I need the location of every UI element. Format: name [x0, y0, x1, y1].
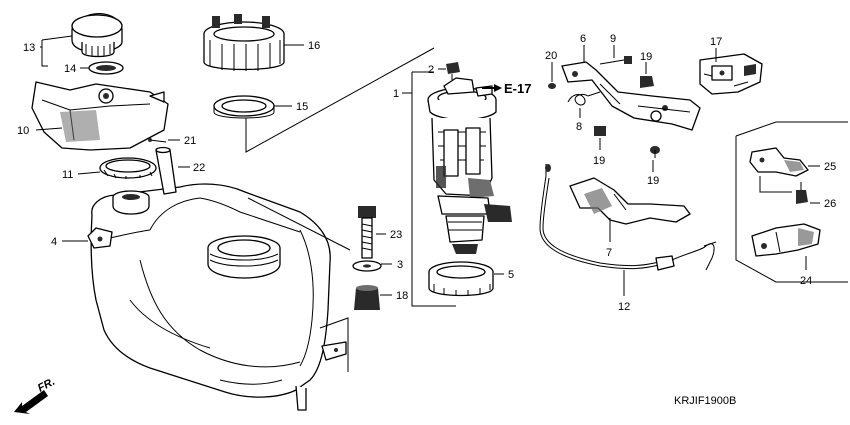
callout-7: 7 — [606, 247, 612, 259]
callout-11: 11 — [62, 169, 73, 181]
callout-3: 3 — [397, 259, 403, 271]
filler-tray — [31, 81, 169, 151]
release-cable — [539, 164, 717, 271]
callout-18: 18 — [396, 290, 408, 302]
cap-gasket — [88, 61, 124, 75]
callout-14: 14 — [64, 63, 76, 75]
cable-holder — [569, 177, 691, 225]
callout-26: 26 — [824, 198, 836, 210]
spring-8 — [567, 91, 601, 106]
rubber-grommet — [354, 285, 380, 310]
bolt-9 — [599, 56, 632, 65]
callout-4: 4 — [51, 236, 57, 248]
callout-8: 8 — [576, 121, 582, 133]
nut-19b — [594, 126, 606, 136]
drain-tube — [155, 146, 177, 195]
leader-lines — [35, 35, 848, 372]
callout-2: 2 — [428, 64, 434, 76]
screw-26 — [796, 182, 808, 204]
callout-21: 21 — [184, 135, 196, 147]
nut-20 — [548, 83, 556, 89]
callout-24: 24 — [800, 275, 812, 287]
callout-1: 1 — [393, 88, 399, 100]
callout-6: 6 — [580, 33, 586, 45]
nut-19c — [650, 146, 660, 158]
diagram-code: KRJIF1900B — [674, 395, 736, 407]
front-arrow-icon — [14, 390, 48, 414]
callout-13: 13 — [23, 42, 35, 54]
callout-17: 17 — [710, 36, 722, 48]
nut-19a — [640, 76, 654, 88]
fuel-tank — [87, 183, 347, 411]
pump-bolt — [446, 62, 460, 80]
callout-labels: 13 14 10 21 22 11 4 16 15 23 3 18 1 2 E-… — [17, 33, 836, 407]
washer — [352, 260, 382, 272]
pin — [148, 138, 167, 143]
callout-20: 20 — [545, 50, 557, 62]
fuel-cap — [71, 13, 123, 58]
fuel-pump-unit — [427, 77, 512, 254]
reference-arrow — [482, 84, 502, 92]
callout-10: 10 — [17, 125, 29, 137]
callout-5: 5 — [508, 269, 514, 281]
callout-12: 12 — [618, 301, 630, 313]
stay-bracket — [561, 61, 701, 131]
bracket-25 — [749, 147, 809, 177]
callout-22: 22 — [193, 162, 205, 174]
callout-19c: 19 — [647, 175, 659, 187]
callout-15: 15 — [296, 101, 308, 113]
bracket-24 — [751, 223, 821, 257]
callout-23: 23 — [390, 229, 402, 241]
callout-16: 16 — [308, 40, 320, 52]
front-label: FR. — [36, 376, 57, 395]
callout-9: 9 — [610, 33, 616, 45]
reference-e17: E-17 — [504, 81, 531, 96]
callout-19b: 19 — [593, 155, 605, 167]
callout-19a: 19 — [640, 51, 652, 63]
mount-bolt — [358, 206, 376, 259]
pump-seal-ring — [428, 261, 494, 297]
seat-latch — [699, 53, 763, 95]
filler-gasket — [213, 95, 275, 119]
callout-25: 25 — [824, 161, 836, 173]
filler-ring — [99, 157, 157, 179]
lock-ring — [203, 14, 285, 71]
